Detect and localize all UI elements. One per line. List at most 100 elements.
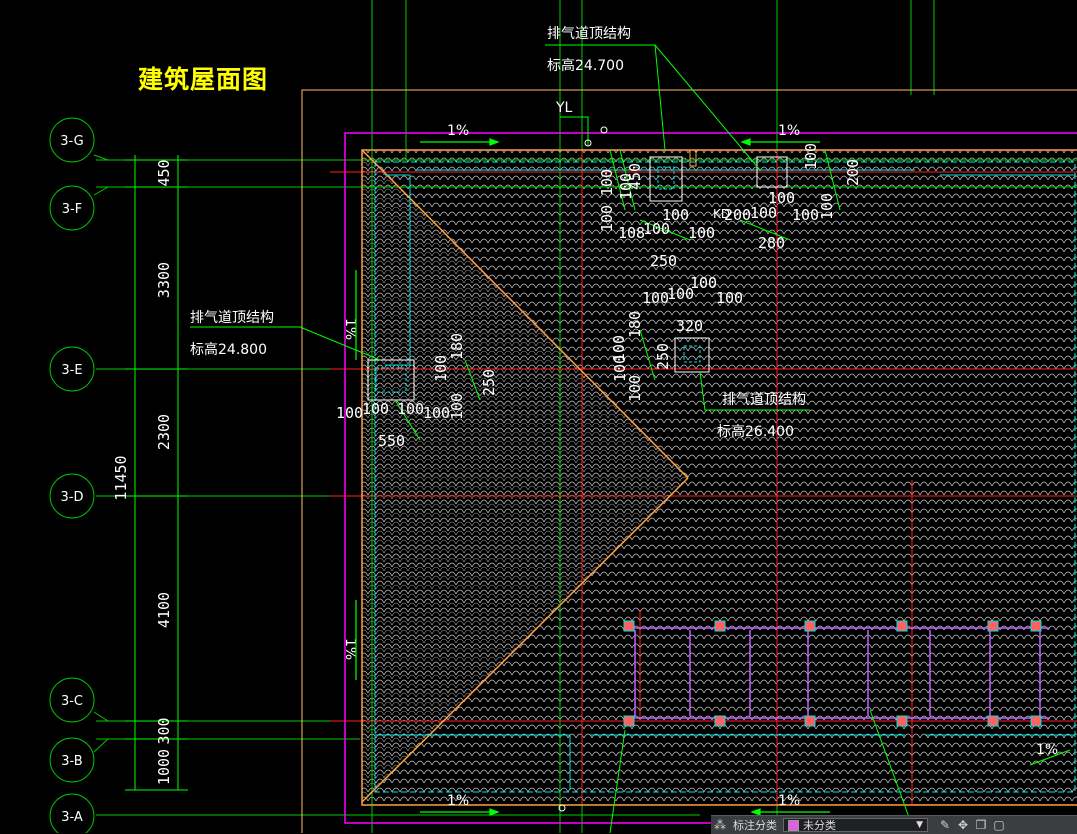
vent-2-name: 排气道顶结构 bbox=[190, 310, 274, 326]
dd-3: 100 bbox=[617, 173, 635, 200]
layer-name: 未分类 bbox=[803, 819, 836, 832]
detail-dimensions: 100 100 100 450 100 108 100 100 250 200 … bbox=[336, 143, 862, 450]
dd-31: 250 bbox=[480, 369, 498, 396]
dd-4: 450 bbox=[626, 163, 644, 190]
dim-ticks bbox=[394, 149, 841, 441]
leader-lines bbox=[190, 44, 911, 833]
layer-color-swatch bbox=[788, 819, 799, 831]
axis-label-3b: 3-B bbox=[61, 754, 82, 769]
annotations: 排气道顶结构 标高24.700 排气道顶结构 标高24.800 排气道顶结构 标… bbox=[190, 26, 806, 440]
axis-label-3a: 3-A bbox=[61, 810, 83, 825]
dd-25: 100 bbox=[626, 375, 644, 402]
dd-11: 100 bbox=[750, 204, 777, 222]
dd-8: 100 bbox=[688, 224, 715, 242]
vent-1-name: 排气道顶结构 bbox=[547, 26, 631, 42]
vent-2-elev: 标高24.800 bbox=[190, 341, 267, 358]
slope-2: 1% bbox=[778, 123, 800, 139]
axis-label-3e: 3-E bbox=[61, 363, 82, 378]
vent-3-elev: 标高26.400 bbox=[717, 423, 794, 440]
dim-1000: 1000 bbox=[155, 749, 173, 785]
dd-19: 100 bbox=[642, 289, 669, 307]
slope-4: 1% bbox=[342, 638, 358, 660]
vent-3-name: 排气道顶结构 bbox=[722, 392, 806, 408]
hip-line-upper bbox=[361, 149, 689, 479]
nodes-icon[interactable]: ⁂ bbox=[714, 818, 726, 832]
dd-13: 100 bbox=[768, 189, 795, 207]
dd-5: 100 bbox=[662, 206, 689, 224]
dd-6: 108 bbox=[618, 224, 645, 242]
dd-12: 100 bbox=[792, 206, 819, 224]
axis-label-3g: 3-G bbox=[60, 134, 84, 149]
brush-icon[interactable]: ✎ bbox=[939, 818, 951, 832]
properties-statusbar: ⁂ 标注分类 未分类 ▼ ✎ ✥ ❐ ▢ bbox=[711, 815, 1077, 834]
dd-24: 100 bbox=[610, 335, 628, 362]
hip-line-lower bbox=[361, 477, 689, 803]
axis-label-3f: 3-F bbox=[62, 202, 82, 217]
slope-1: 1% bbox=[447, 123, 469, 139]
dd-22: 180 bbox=[626, 311, 644, 338]
layer-select[interactable]: 未分类 ▼ bbox=[783, 818, 928, 832]
dd-16: 100 bbox=[818, 193, 836, 220]
balcony-structure bbox=[630, 627, 1050, 719]
dd-32: 100 bbox=[336, 404, 363, 422]
drawing-title: 建筑屋面图 bbox=[138, 65, 269, 94]
kd-label: KD bbox=[713, 207, 730, 221]
grid-axis-bubbles bbox=[49, 117, 109, 833]
slope-6: 1% bbox=[778, 793, 800, 809]
copy-icon[interactable]: ❐ bbox=[975, 818, 987, 832]
dd-18: 100 bbox=[690, 274, 717, 292]
dd-9: 250 bbox=[650, 252, 677, 270]
vent-1-elev: 标高24.700 bbox=[547, 57, 624, 74]
roof-tile-hatch bbox=[362, 150, 1077, 802]
window-icon[interactable]: ▢ bbox=[993, 818, 1005, 832]
grid-axis-labels: 3-G 3-F 3-E 3-D 3-C 3-B 3-A bbox=[60, 134, 84, 825]
slope-3: 1% bbox=[342, 318, 358, 340]
dd-29: 100 bbox=[432, 355, 450, 382]
gutter-line bbox=[374, 161, 1076, 793]
dd-2: 100 bbox=[598, 169, 616, 196]
yl-point bbox=[584, 139, 592, 147]
chevron-down-icon: ▼ bbox=[916, 820, 923, 830]
slope-marks: 1% 1% 1% 1% 1% 1% 1% bbox=[342, 123, 1058, 809]
dd-35: 100 bbox=[423, 404, 450, 422]
dim-total: 11450 bbox=[112, 455, 130, 500]
dd-10: 200 bbox=[724, 206, 751, 224]
dim-4100: 4100 bbox=[155, 592, 173, 628]
parapet-wall bbox=[361, 149, 1077, 806]
vent-shafts bbox=[367, 156, 788, 401]
move-icon[interactable]: ✥ bbox=[957, 818, 969, 832]
dd-17: 200 bbox=[844, 159, 862, 186]
dd-27: 250 bbox=[654, 343, 672, 370]
vertical-dimension-chain bbox=[125, 155, 188, 791]
dd-20: 100 bbox=[667, 285, 694, 303]
dim-300: 300 bbox=[155, 717, 173, 744]
dim-450: 450 bbox=[155, 159, 173, 186]
dd-26: 100 bbox=[611, 355, 629, 382]
horizontal-axis-lines bbox=[96, 159, 1077, 816]
dd-36: 550 bbox=[378, 432, 405, 450]
dd-33: 100 bbox=[362, 400, 389, 418]
dd-30: 100 bbox=[448, 393, 466, 420]
vertical-dimension-text: 450 3300 2300 4100 300 1000 11450 bbox=[112, 159, 173, 785]
dd-34: 100 bbox=[397, 400, 424, 418]
dd-7: 100 bbox=[643, 220, 670, 238]
gutters bbox=[375, 169, 1075, 790]
axis-label-3c: 3-C bbox=[61, 694, 83, 709]
dim-2300: 2300 bbox=[155, 414, 173, 450]
column-markers bbox=[623, 620, 1042, 727]
drain-point-lower bbox=[558, 804, 566, 812]
slope-5: 1% bbox=[447, 793, 469, 809]
yl-label: YL bbox=[555, 100, 573, 116]
dd-28: 180 bbox=[448, 333, 466, 360]
sheet-frame bbox=[301, 89, 1077, 833]
slope-7: 1% bbox=[1036, 742, 1058, 758]
annotation-category-label: 标注分类 bbox=[733, 819, 777, 832]
dd-1: 100 bbox=[598, 205, 616, 232]
slope-arrows bbox=[355, 138, 1071, 816]
dd-15: 100 bbox=[802, 143, 820, 170]
dd-23: 320 bbox=[676, 317, 703, 335]
dd-21: 100 bbox=[716, 289, 743, 307]
drain-point bbox=[600, 126, 608, 134]
axis-label-3d: 3-D bbox=[61, 490, 84, 505]
